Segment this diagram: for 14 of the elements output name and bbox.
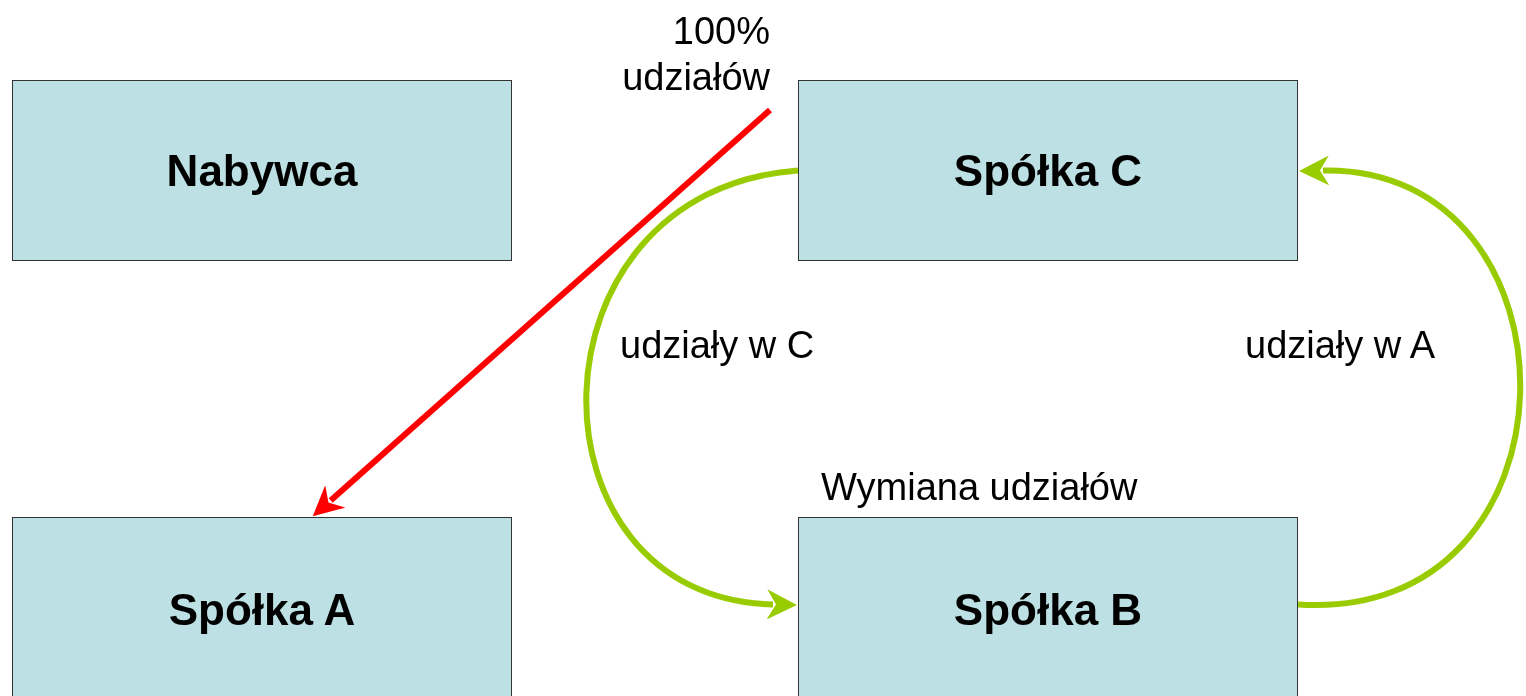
entity-name: Spółka A	[168, 584, 356, 636]
arrow	[1297, 156, 1523, 608]
edge-label: udziały w C	[620, 323, 816, 368]
entity-name: Nabywca	[166, 144, 358, 197]
entity-box	[798, 80, 1298, 261]
edge-label: udziały w A	[1245, 323, 1437, 368]
arrow	[583, 167, 799, 619]
entity-name: Spółka B	[953, 584, 1143, 636]
caption-label: Wymiana udziałów	[821, 465, 1139, 510]
entity-box	[12, 80, 512, 261]
arrow	[312, 107, 772, 517]
entity-box	[12, 517, 512, 696]
entity-name: Spółka C	[953, 144, 1143, 197]
edge-label: 100% udziałów	[621, 9, 770, 100]
